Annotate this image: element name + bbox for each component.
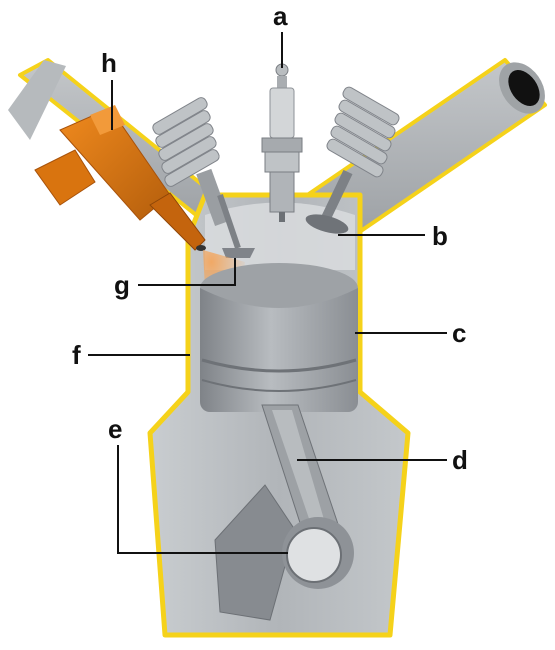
exhaust-port bbox=[298, 58, 547, 237]
leader-g bbox=[138, 258, 236, 286]
piston bbox=[200, 263, 358, 412]
label-b: b bbox=[432, 221, 448, 251]
label-d: d bbox=[452, 445, 468, 475]
label-h: h bbox=[101, 48, 117, 78]
spark-plug bbox=[261, 63, 303, 222]
fuel-injector bbox=[34, 105, 206, 251]
intake-valve bbox=[152, 97, 255, 258]
leader-e bbox=[117, 445, 288, 554]
label-g: g bbox=[114, 270, 130, 300]
label-f: f bbox=[72, 340, 81, 370]
label-a: a bbox=[273, 1, 288, 31]
label-e: e bbox=[108, 414, 122, 444]
leader-lines bbox=[88, 32, 447, 554]
label-c: c bbox=[452, 318, 466, 348]
exhaust-valve bbox=[305, 86, 400, 234]
